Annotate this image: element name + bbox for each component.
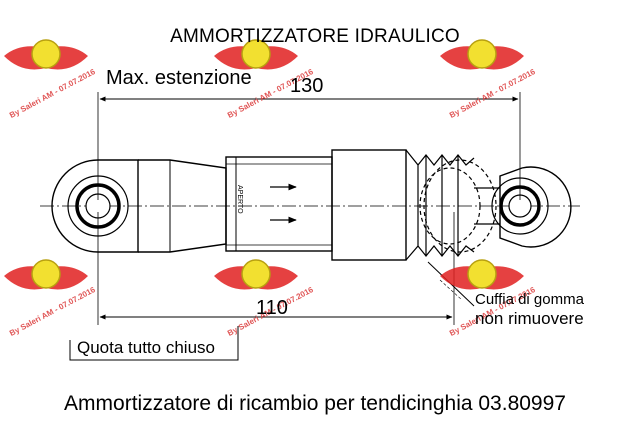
open-direction-label: APERTO	[236, 185, 243, 214]
rubber-boot	[417, 154, 497, 257]
diagram-title: AMMORTIZZATORE IDRAULICO	[170, 26, 460, 47]
brand-logo-bottom-center	[214, 259, 298, 290]
dimension-110-value: 110	[256, 297, 288, 319]
dimension-130-value: 130	[290, 75, 324, 97]
outer-sleeve	[331, 149, 419, 261]
brand-logo-bottom-left	[4, 259, 88, 290]
brand-logo-top-center	[214, 39, 298, 70]
closed-length-label: Quota tutto chiuso	[77, 338, 215, 357]
boot-warning: non rimuovere	[475, 309, 584, 328]
brand-logo-top-left	[4, 39, 88, 70]
dimension-130	[97, 92, 521, 200]
boot-label: Cuffia di gomma	[475, 291, 584, 308]
brand-logo-top-right	[440, 39, 524, 70]
caption: Ammortizzatore di ricambio per tendicing…	[64, 392, 566, 415]
max-extension-label: Max. estenzione	[106, 67, 252, 89]
piston-rod	[474, 187, 500, 225]
closed-leader	[69, 326, 239, 361]
brand-logo-bottom-right	[440, 259, 524, 290]
